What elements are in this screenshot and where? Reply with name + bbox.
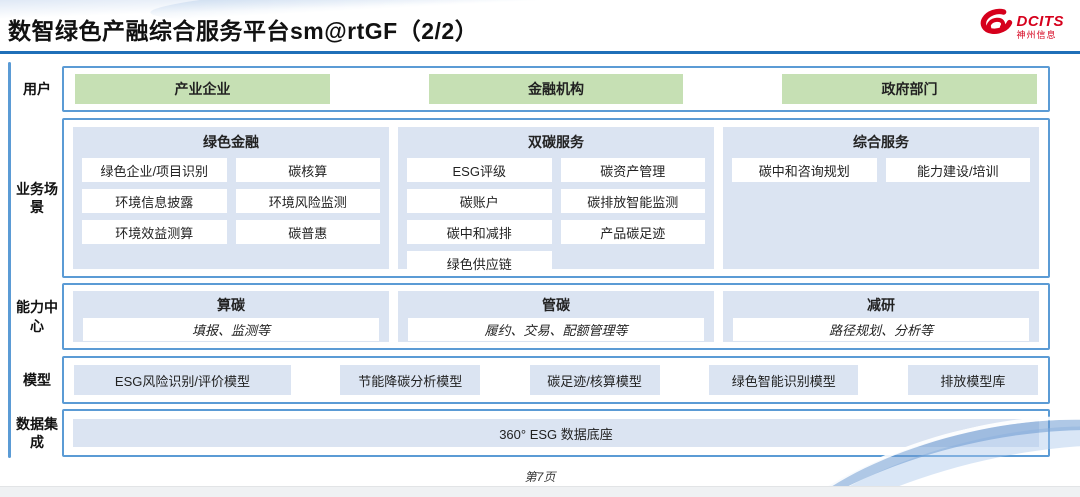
model-box: ESG风险识别/评价模型: [74, 365, 291, 395]
page-title: 数智绿色产融综合服务平台sm@rtGF（2/2）: [8, 18, 479, 44]
scenario-item: 绿色企业/项目识别: [82, 158, 227, 182]
user-pill-industry: 产业企业: [75, 74, 330, 104]
capability-panel-manage-carbon: 管碳 履约、交易、配额管理等: [398, 291, 714, 342]
scenario-item: 碳账户: [407, 189, 552, 213]
scenario-item: 碳排放智能监测: [560, 189, 705, 213]
capability-panel-reduce-research: 减研 路径规划、分析等: [723, 291, 1039, 342]
row-label-scenarios: 业务场景: [16, 180, 58, 215]
logo-brand: DCITS: [1016, 12, 1064, 30]
row-label-models: 模型: [23, 371, 51, 388]
model-box: 碳足迹/核算模型: [529, 365, 660, 395]
logo-text: DCITS 神州信息: [1017, 14, 1065, 40]
row-label-data-integration: 数据集成: [16, 415, 58, 450]
capability-title: 算碳: [217, 297, 245, 313]
scenario-item: ESG评级: [407, 158, 552, 182]
row-capabilities: 能力中心 算碳 填报、监测等 管碳 履约、交易、配额管理等 减研 路径规划、分析…: [12, 283, 1050, 350]
scenario-item: 环境效益测算: [82, 220, 227, 244]
scenario-item: 能力建设/培训: [885, 158, 1030, 182]
bottom-bar: [0, 486, 1080, 497]
scenario-item: 碳中和咨询规划: [732, 158, 877, 182]
scenario-item: 绿色供应链: [407, 251, 552, 275]
scenario-column-comprehensive: 综合服务 碳中和咨询规划 能力建设/培训: [723, 127, 1039, 269]
capability-title: 减研: [867, 297, 895, 313]
scenario-item: 产品碳足迹: [560, 220, 705, 244]
scenario-items-grid: 绿色企业/项目识别 碳核算 环境信息披露 环境风险监测 环境效益测算 碳普惠: [82, 158, 380, 244]
users-container: 产业企业 金融机构 政府部门: [62, 66, 1050, 112]
scenario-item: 环境信息披露: [82, 189, 227, 213]
row-label-users: 用户: [23, 80, 51, 97]
scenario-items-grid: 碳中和咨询规划 能力建设/培训: [732, 158, 1030, 182]
capability-description: 路径规划、分析等: [733, 318, 1029, 341]
scenarios-container: 绿色金融 绿色企业/项目识别 碳核算 环境信息披露 环境风险监测 环境效益测算 …: [62, 118, 1050, 278]
model-box: 节能降碳分析模型: [340, 365, 481, 395]
scenario-column-title: 绿色金融: [203, 134, 259, 150]
capability-description: 履约、交易、配额管理等: [408, 318, 704, 341]
scenario-item: 环境风险监测: [235, 189, 380, 213]
scenario-column-title: 双碳服务: [528, 134, 584, 150]
bottom-right-swoosh-decoration: [770, 402, 1080, 487]
model-box: 排放模型库: [907, 365, 1038, 395]
data-foundation-box: 360° ESG 数据底座: [73, 419, 1039, 447]
scenario-column-green-finance: 绿色金融 绿色企业/项目识别 碳核算 环境信息披露 环境风险监测 环境效益测算 …: [73, 127, 389, 269]
scenario-item: 碳普惠: [235, 220, 380, 244]
capability-description: 填报、监测等: [83, 318, 379, 341]
title-divider: [0, 51, 1080, 54]
capabilities-container: 算碳 填报、监测等 管碳 履约、交易、配额管理等 减研 路径规划、分析等: [62, 283, 1050, 350]
logo-subbrand: 神州信息: [1016, 29, 1057, 40]
page-number: 第7页: [524, 470, 556, 484]
capability-panel-count-carbon: 算碳 填报、监测等: [73, 291, 389, 342]
row-models: 模型 ESG风险识别/评价模型 节能降碳分析模型 碳足迹/核算模型 绿色智能识别…: [12, 356, 1050, 404]
data-integration-container: 360° ESG 数据底座: [62, 409, 1050, 457]
user-pill-finance: 金融机构: [428, 74, 684, 104]
row-scenarios: 业务场景 绿色金融 绿色企业/项目识别 碳核算 环境信息披露 环境风险监测 环境…: [12, 118, 1050, 278]
row-users: 用户 产业企业 金融机构 政府部门: [12, 66, 1050, 112]
framework-left-accent-line: [8, 62, 11, 458]
user-pill-government: 政府部门: [782, 74, 1037, 104]
models-container: ESG风险识别/评价模型 节能降碳分析模型 碳足迹/核算模型 绿色智能识别模型 …: [62, 356, 1050, 404]
row-data-integration: 数据集成 360° ESG 数据底座: [12, 409, 1050, 457]
scenario-item: 碳核算: [235, 158, 380, 182]
row-label-capabilities: 能力中心: [16, 299, 58, 334]
scenario-item: 碳资产管理: [560, 158, 705, 182]
scenario-column-title: 综合服务: [853, 134, 909, 150]
scenario-column-dual-carbon: 双碳服务 ESG评级 碳资产管理 碳账户 碳排放智能监测 碳中和减排 产品碳足迹…: [398, 127, 714, 275]
scenario-item: 碳中和减排: [407, 220, 552, 244]
capability-title: 管碳: [542, 297, 570, 313]
model-box: 绿色智能识别模型: [709, 365, 859, 395]
dcits-swirl-icon: [975, 8, 1015, 45]
scenario-items-grid: ESG评级 碳资产管理 碳账户 碳排放智能监测 碳中和减排 产品碳足迹 绿色供应…: [407, 158, 705, 275]
company-logo: DCITS 神州信息: [975, 8, 1065, 45]
